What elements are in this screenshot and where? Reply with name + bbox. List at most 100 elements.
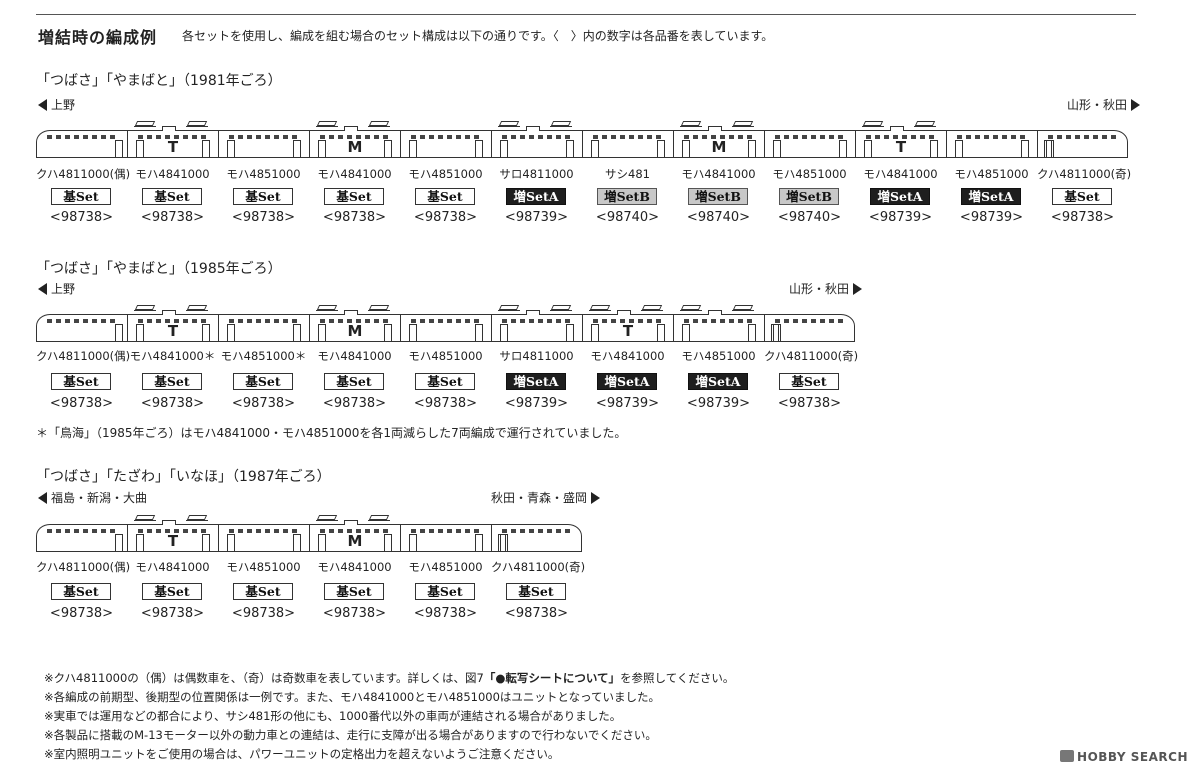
door <box>657 140 665 157</box>
car-label: モハ4841000 <box>590 349 665 363</box>
window-row <box>411 135 481 139</box>
car-label: クハ4811000(奇) <box>764 349 859 363</box>
door <box>591 324 599 341</box>
train-car <box>764 314 855 342</box>
car-mark: T <box>167 532 179 550</box>
window-row <box>411 529 481 533</box>
train-car <box>764 130 855 158</box>
train-car <box>491 126 582 158</box>
car-label: サロ4811000 <box>499 349 574 363</box>
pantograph-icon <box>732 305 754 314</box>
roof-equipment <box>162 520 176 525</box>
car-label: モハ4841000 <box>681 167 756 181</box>
section-title: 「つばさ」「やまばと」（1985年ごろ） <box>36 261 282 277</box>
set-badge: 増SetA <box>870 188 930 205</box>
door <box>591 140 599 157</box>
pantograph-icon <box>368 515 390 524</box>
section-title: 「つばさ」「やまばと」（1981年ごろ） <box>36 73 282 89</box>
window-row <box>502 319 572 323</box>
watermark: HOBBY SEARCH <box>1060 750 1188 764</box>
door <box>115 324 123 341</box>
pantograph-icon <box>862 121 884 130</box>
train-car <box>400 524 491 552</box>
train-car: M <box>309 126 400 158</box>
window-row <box>957 135 1027 139</box>
pantograph-icon <box>914 121 936 130</box>
arrow-left-icon <box>38 99 47 111</box>
car-label: モハ4841000 <box>317 560 392 574</box>
arrow-right-icon <box>1131 99 1140 111</box>
pantograph-icon <box>134 515 156 524</box>
car-label: モハ4841000 <box>135 560 210 574</box>
set-badge: 基Set <box>324 188 384 205</box>
pantograph-icon <box>498 121 520 130</box>
door <box>682 140 690 157</box>
product-code: <98739> <box>868 210 933 225</box>
car-label: モハ4851000 <box>408 349 483 363</box>
car-mark: T <box>622 322 634 340</box>
set-badge: 基Set <box>233 373 293 390</box>
set-badge: 基Set <box>506 583 566 600</box>
direction-right: 秋田・青森・盛岡 <box>491 489 600 506</box>
set-badge: 基Set <box>779 373 839 390</box>
note-line: ※室内照明ユニットをご使用の場合は、パワーユニットの定格出力を超えないようご注意… <box>44 747 560 761</box>
car-label: クハ4811000(偶) <box>36 560 131 574</box>
car-mark: T <box>167 322 179 340</box>
door <box>500 324 508 341</box>
arrow-right-icon <box>853 283 862 295</box>
product-code: <98738> <box>49 606 114 621</box>
pantograph-icon <box>589 305 611 314</box>
roof-equipment <box>344 520 358 525</box>
door <box>384 324 392 341</box>
train-car <box>491 524 582 552</box>
roof-equipment <box>344 310 358 315</box>
car-label: モハ4841000 <box>317 349 392 363</box>
window-row <box>138 529 208 533</box>
product-code: <98738> <box>1050 210 1115 225</box>
set-badge: 増SetA <box>961 188 1021 205</box>
car-label: モハ4851000 <box>681 349 756 363</box>
direction-right-label: 山形・秋田 <box>788 282 849 296</box>
car-label: モハ4841000＊ <box>129 349 216 363</box>
window-row <box>593 319 663 323</box>
door <box>318 324 326 341</box>
product-code: <98738> <box>322 606 387 621</box>
train-car <box>400 130 491 158</box>
window-row <box>593 135 663 139</box>
product-code: <98738> <box>413 606 478 621</box>
pantograph-icon <box>732 121 754 130</box>
window-row <box>684 135 754 139</box>
roof-equipment <box>162 310 176 315</box>
train-car <box>218 314 309 342</box>
train-car: T <box>127 126 218 158</box>
product-code: <98739> <box>686 396 751 411</box>
car-label: サロ4811000 <box>499 167 574 181</box>
roof-equipment <box>344 126 358 131</box>
set-badge: 基Set <box>233 583 293 600</box>
product-code: <98738> <box>231 210 296 225</box>
top-rule <box>36 14 1136 15</box>
set-badge: 基Set <box>324 583 384 600</box>
door <box>839 140 847 157</box>
car-mark: M <box>347 532 363 550</box>
arrow-left-icon <box>38 283 47 295</box>
set-badge: 増SetB <box>597 188 657 205</box>
window-row <box>866 135 936 139</box>
train-car <box>218 130 309 158</box>
set-badge: 基Set <box>51 583 111 600</box>
window-row <box>47 529 117 533</box>
door <box>748 140 756 157</box>
direction-left: 上野 <box>38 280 75 297</box>
car-label: クハ4811000(奇) <box>491 560 586 574</box>
set-badge: 基Set <box>415 373 475 390</box>
direction-left-label: 福島・新潟・大曲 <box>51 491 148 505</box>
door <box>748 324 756 341</box>
car-mark: M <box>347 138 363 156</box>
roof-equipment <box>526 310 540 315</box>
direction-right: 山形・秋田 <box>1067 96 1140 113</box>
product-code: <98738> <box>504 606 569 621</box>
set-badge: 増SetB <box>779 188 839 205</box>
train-car: T <box>127 310 218 342</box>
pantograph-icon <box>368 121 390 130</box>
